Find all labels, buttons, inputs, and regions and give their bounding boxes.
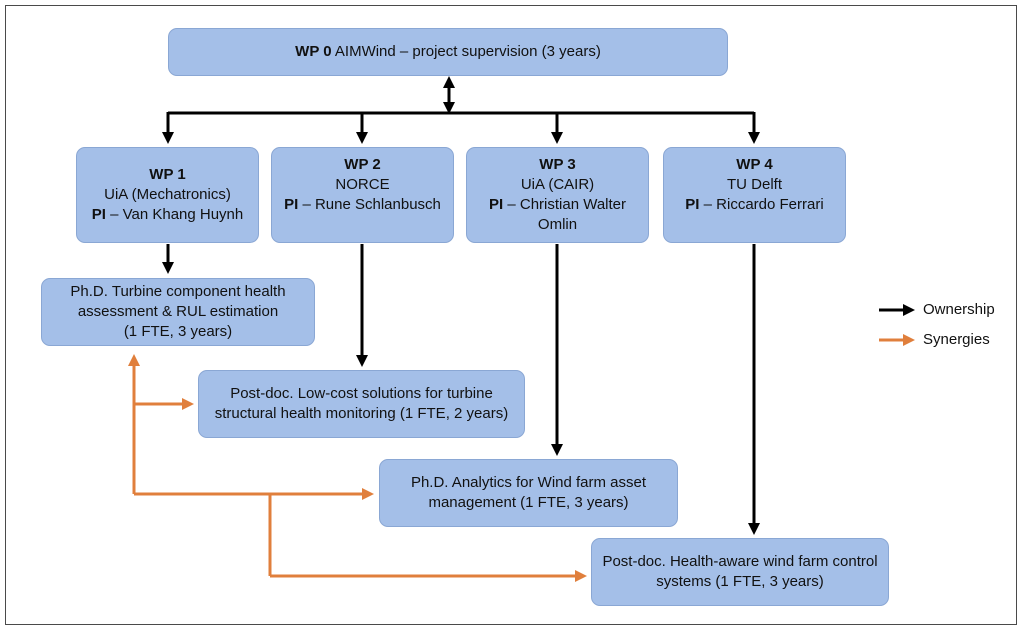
legend-synergies-label: Synergies [923, 331, 990, 348]
postdoc-low-cost-shm-line-1: Post-doc. Low-cost solutions for turbine [230, 385, 493, 402]
wp2-box: WP 2 NORCE PI – Rune Schlanbusch [271, 147, 454, 243]
wp4-box: WP 4 TU Delft PI – Riccardo Ferrari [663, 147, 846, 243]
phd-turbine-health-box: Ph.D. Turbine component health assessmen… [41, 278, 315, 346]
wp2-org: NORCE [335, 176, 390, 193]
phd-turbine-health-line-3: (1 FTE, 3 years) [123, 323, 233, 340]
wp3-org: UiA (CAIR) [520, 176, 595, 193]
legend-ownership: Ownership [877, 301, 995, 318]
postdoc-health-aware-control-box: Post-doc. Health-aware wind farm control… [591, 538, 889, 606]
ownership-arrow-icon [879, 303, 915, 316]
wp0-label: WP 0 AIMWind – project supervision (3 ye… [295, 43, 601, 60]
wp1-org: UiA (Mechatronics) [104, 186, 231, 203]
postdoc-low-cost-shm-line-2: structural health monitoring (1 FTE, 2 y… [214, 405, 509, 422]
wp0-box: WP 0 AIMWind – project supervision (3 ye… [168, 28, 728, 76]
phd-wind-farm-analytics-box: Ph.D. Analytics for Wind farm asset mana… [379, 459, 678, 527]
diagram-frame [5, 5, 1017, 625]
wp3-box: WP 3 UiA (CAIR) PI – Christian Walter Om… [466, 147, 649, 243]
wp3-pi-cont: Omlin [537, 216, 578, 233]
wp3-pi: PI – Christian Walter [489, 196, 626, 213]
legend-synergies: Synergies [877, 331, 990, 348]
wp4-title: WP 4 [736, 156, 773, 173]
phd-turbine-health-line-2: assessment & RUL estimation [77, 303, 279, 320]
wp3-title: WP 3 [539, 156, 576, 173]
wp1-title: WP 1 [149, 166, 186, 183]
wp1-pi: PI – Van Khang Huynh [91, 206, 244, 223]
wp2-pi: PI – Rune Schlanbusch [284, 196, 441, 213]
phd-turbine-health-line-1: Ph.D. Turbine component health [70, 283, 286, 300]
postdoc-health-aware-control-line-2: systems (1 FTE, 3 years) [656, 573, 824, 590]
phd-wind-farm-analytics-line-1: Ph.D. Analytics for Wind farm asset [410, 474, 647, 491]
synergies-arrow-icon [879, 333, 915, 346]
phd-wind-farm-analytics-line-2: management (1 FTE, 3 years) [428, 494, 629, 511]
wp2-title: WP 2 [344, 156, 381, 173]
postdoc-low-cost-shm-box: Post-doc. Low-cost solutions for turbine… [198, 370, 525, 438]
legend-ownership-label: Ownership [923, 301, 995, 318]
wp4-org: TU Delft [726, 176, 782, 193]
postdoc-health-aware-control-line-1: Post-doc. Health-aware wind farm control [602, 553, 878, 570]
wp4-pi: PI – Riccardo Ferrari [685, 196, 824, 213]
wp1-box: WP 1 UiA (Mechatronics) PI – Van Khang H… [76, 147, 259, 243]
